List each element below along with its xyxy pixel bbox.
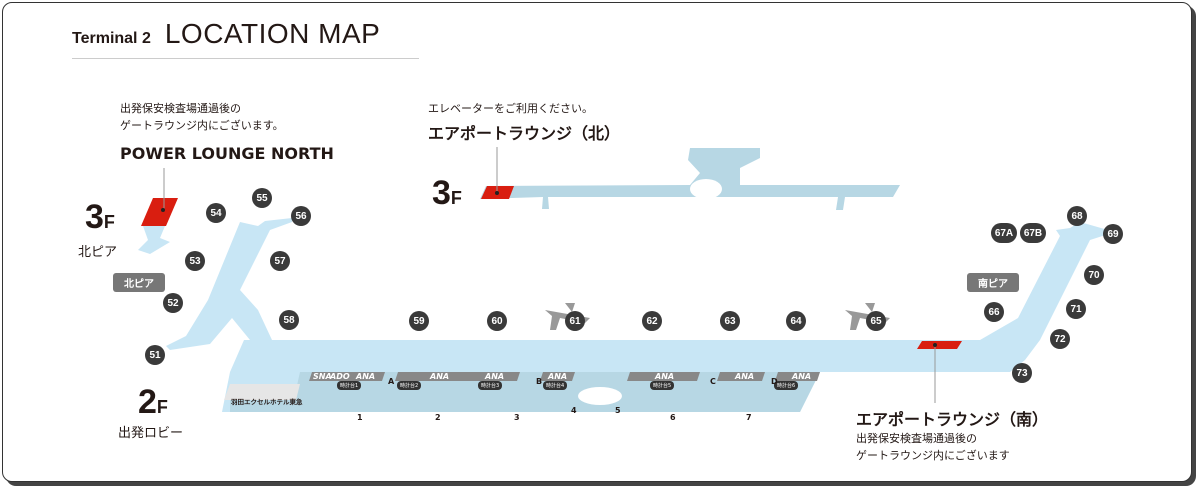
north-pier-3f-area: [138, 226, 170, 254]
clock-tower-label: 時計台4: [543, 381, 568, 390]
airport-lounge-south-area: [917, 341, 962, 349]
gate-72[interactable]: 72: [1050, 329, 1070, 349]
gate-62[interactable]: 62: [642, 311, 662, 331]
airline-counter: ADO: [330, 372, 350, 381]
gate-64[interactable]: 64: [786, 311, 806, 331]
power-lounge-north-area: [141, 198, 178, 226]
hotel-area: [224, 384, 300, 400]
gate-67a[interactable]: 67A: [991, 223, 1017, 243]
gate-58[interactable]: 58: [279, 310, 299, 330]
clock-tower-label: 時計台3: [478, 381, 503, 390]
gate-68[interactable]: 68: [1067, 206, 1087, 226]
security-checkpoint-b: B: [536, 377, 543, 386]
gate-73[interactable]: 73: [1012, 363, 1032, 383]
entrance-1: 1: [357, 413, 363, 422]
security-checkpoint-a: A: [388, 377, 395, 386]
airline-counter: ANA: [430, 372, 450, 381]
airline-counter: ANA: [548, 372, 568, 381]
main-concourse-area: [222, 222, 1115, 412]
gate-59[interactable]: 59: [409, 311, 429, 331]
airport-lounge-north-label[interactable]: エアポートラウンジ（北）: [428, 124, 621, 143]
gate-65[interactable]: 65: [866, 311, 886, 331]
airline-counter: ANA: [655, 372, 675, 381]
airline-counter: ANA: [356, 372, 376, 381]
hotel-label: 羽田エクセルホテル東急: [231, 398, 303, 406]
gate-61[interactable]: 61: [565, 311, 585, 331]
floor-2f: 2F: [138, 383, 168, 421]
north-pier-tag: 北ピア: [113, 273, 165, 292]
gate-70[interactable]: 70: [1084, 265, 1104, 285]
central-3f-area: [480, 148, 900, 210]
security-checkpoint-c: C: [710, 377, 716, 386]
clock-tower-label: 時計台2: [397, 381, 422, 390]
gate-51[interactable]: 51: [145, 345, 165, 365]
airline-counter: ANA: [735, 372, 755, 381]
clock-tower-label: 時計台6: [774, 381, 799, 390]
gate-66[interactable]: 66: [984, 302, 1004, 322]
entrance-3: 3: [514, 413, 520, 422]
entrance-4: 4: [571, 406, 577, 415]
airport-lounge-south-note: 出発保安検査場通過後のゲートラウンジ内にございます: [856, 432, 1010, 462]
airplane-icon: [845, 303, 890, 330]
gate-63[interactable]: 63: [720, 311, 740, 331]
entrance-7: 7: [746, 413, 752, 422]
floor-3f-north: 3F: [85, 198, 115, 236]
entrance-2: 2: [435, 413, 441, 422]
gate-67b[interactable]: 67B: [1020, 223, 1046, 243]
gate-69[interactable]: 69: [1103, 224, 1123, 244]
floor-3f-central: 3F: [432, 174, 462, 212]
south-pier-tag: 南ピア: [967, 273, 1019, 292]
airline-counter: ANA: [792, 372, 812, 381]
departure-lobby-label: 出発ロビー: [118, 426, 184, 441]
airline-counter: SNA: [313, 372, 332, 381]
airline-counter: ANA: [485, 372, 505, 381]
map-title: LOCATION MAP: [164, 18, 381, 49]
entrance-6: 6: [670, 413, 676, 422]
clock-tower-label: 時計台1: [337, 381, 362, 390]
airport-lounge-north-note: エレベーターをご利用ください。: [428, 102, 593, 115]
entrance-5: 5: [615, 406, 621, 415]
gate-71[interactable]: 71: [1066, 299, 1086, 319]
gate-52[interactable]: 52: [163, 293, 183, 313]
airplane-icon: [545, 303, 590, 330]
gate-53[interactable]: 53: [185, 251, 205, 271]
clock-tower-label: 時計台5: [650, 381, 675, 390]
airport-lounge-south-label[interactable]: エアポートラウンジ（南）: [856, 410, 1049, 429]
gate-60[interactable]: 60: [487, 311, 507, 331]
north-pier-area: [166, 218, 292, 350]
terminal-label: Terminal 2: [72, 30, 151, 47]
power-lounge-north-note: 出発保安検査場通過後のゲートラウンジ内にございます。: [120, 102, 284, 132]
page-title: Terminal 2 LOCATION MAP: [72, 18, 419, 59]
power-lounge-north-label[interactable]: POWER LOUNGE NORTH: [120, 144, 334, 163]
gate-55[interactable]: 55: [252, 188, 272, 208]
gate-56[interactable]: 56: [291, 206, 311, 226]
gate-57[interactable]: 57: [270, 251, 290, 271]
security-checkpoint-d: D: [771, 377, 778, 386]
north-pier-3f-label: 北ピア: [78, 245, 118, 260]
gate-54[interactable]: 54: [206, 203, 226, 223]
